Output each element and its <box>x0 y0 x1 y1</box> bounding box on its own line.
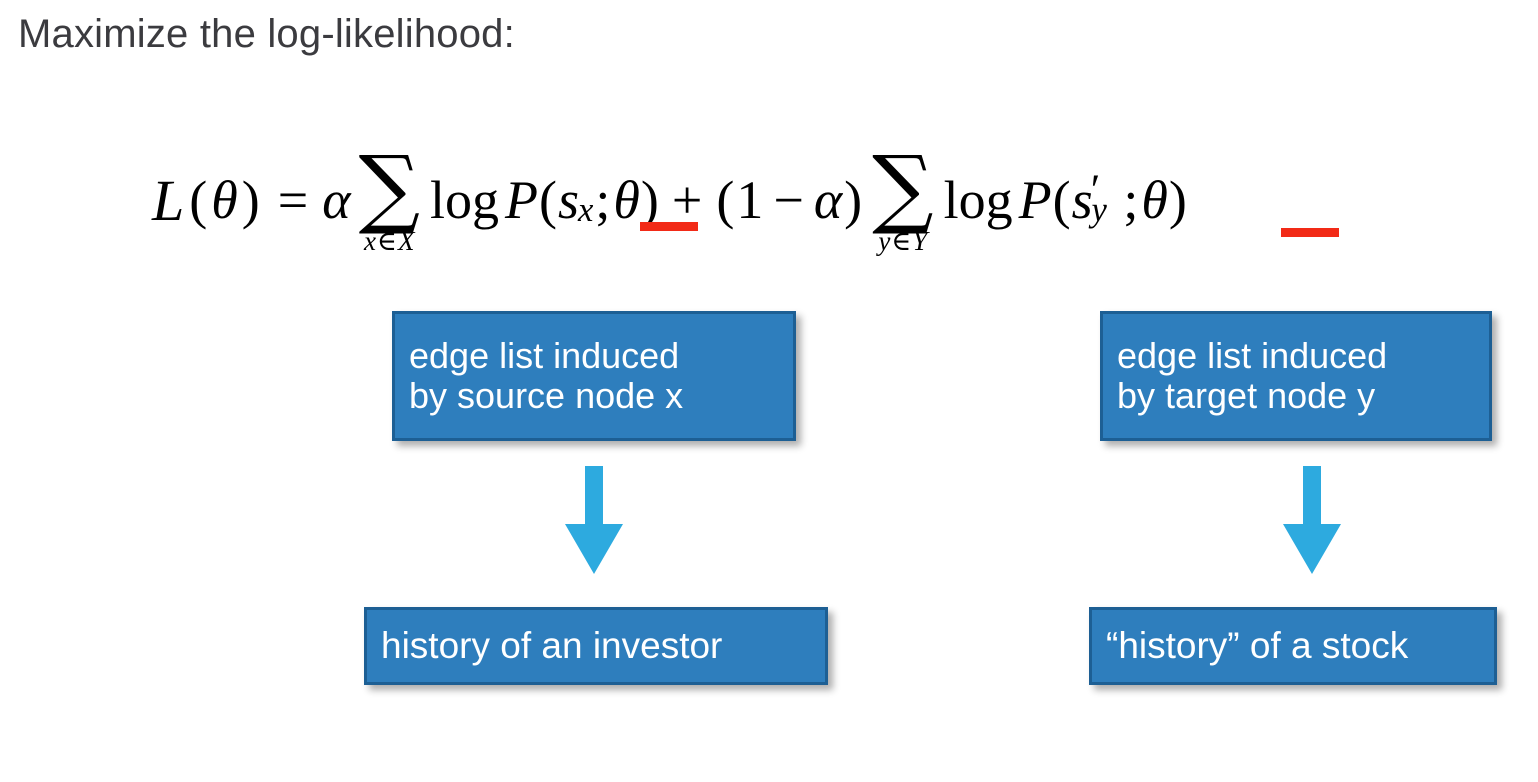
callout-target-line2: by target node y <box>1117 375 1376 416</box>
formula-token-paren-close-3: ) <box>844 170 863 230</box>
formula-token-alpha-1: α <box>322 170 351 230</box>
limit-var-x: x <box>364 225 377 256</box>
formula-token-log-2: log <box>943 170 1013 230</box>
formula-token-minus: − <box>773 170 804 230</box>
sigma-icon: ∑ <box>358 138 420 239</box>
red-underline-sy <box>1281 228 1339 237</box>
summation-limit-left: x∈X <box>364 225 415 256</box>
down-arrow-icon-left <box>565 466 623 574</box>
limit-var-y: y <box>878 225 891 256</box>
formula-token-equals: = <box>277 170 309 230</box>
callout-stock-label: “history” of a stock <box>1106 625 1409 667</box>
formula-token-alpha-2: α <box>813 170 843 230</box>
callout-target-line1: edge list induced <box>1117 334 1388 376</box>
summation-limit-right: y∈Y <box>878 225 928 256</box>
limit-set-Y: Y <box>912 225 928 256</box>
formula-token-theta-1: θ <box>211 170 238 230</box>
formula-token-s-2: s <box>1071 170 1093 230</box>
formula-token-paren-open-2: ( <box>539 170 557 230</box>
red-underline-sx <box>640 222 698 231</box>
formula-token-one: 1 <box>736 170 764 230</box>
element-of-icon-1: ∈ <box>377 225 398 256</box>
formula-token-paren-close-1: ) <box>241 170 260 230</box>
formula-token-paren-close-4: ) <box>1168 170 1187 230</box>
formula-token-sub-x: x <box>577 190 594 229</box>
callout-box-stock-history: “history” of a stock <box>1089 607 1497 685</box>
formula-token-s-1: s <box>558 170 580 230</box>
formula-token-sub-y: y <box>1091 190 1107 229</box>
callout-box-target-edge-list: edge list induced by target node y <box>1100 311 1492 441</box>
formula-token-P-1: P <box>505 170 539 230</box>
formula-token-semicolon-2: ; <box>1123 170 1139 230</box>
summation-operator-right: ∑ y∈Y <box>872 138 934 256</box>
formula-token-theta-3: θ <box>1141 170 1168 230</box>
formula-token-paren-open-3: ( <box>716 170 735 230</box>
limit-set-X: X <box>398 225 415 256</box>
summation-operator-left: ∑ x∈X <box>358 138 420 256</box>
callout-source-line1: edge list induced <box>409 334 680 376</box>
callout-investor-label: history of an investor <box>381 625 723 667</box>
formula-token-prime: ′ <box>1088 167 1098 214</box>
formula-token-P-2: P <box>1018 170 1052 230</box>
formula-token-plus: + <box>671 170 703 230</box>
down-arrow-icon-right <box>1283 466 1341 574</box>
formula-token-theta-2: θ <box>613 170 640 230</box>
callout-box-source-edge-list: edge list induced by source node x <box>392 311 796 441</box>
element-of-icon-2: ∈ <box>891 225 912 256</box>
callout-source-line2: by source node x <box>409 375 684 416</box>
formula-token-L: L <box>152 167 185 233</box>
page-title: Maximize the log-likelihood: <box>18 12 515 56</box>
formula-token-semicolon-1: ; <box>595 170 611 230</box>
formula-token-paren-open-1: ( <box>189 170 208 230</box>
formula-token-log-1: log <box>430 170 500 230</box>
formula-token-paren-open-4: ( <box>1052 170 1071 230</box>
callout-box-investor-history: history of an investor <box>364 607 828 685</box>
sigma-icon: ∑ <box>872 138 934 239</box>
formula-token-paren-close-2: ) <box>640 170 659 230</box>
